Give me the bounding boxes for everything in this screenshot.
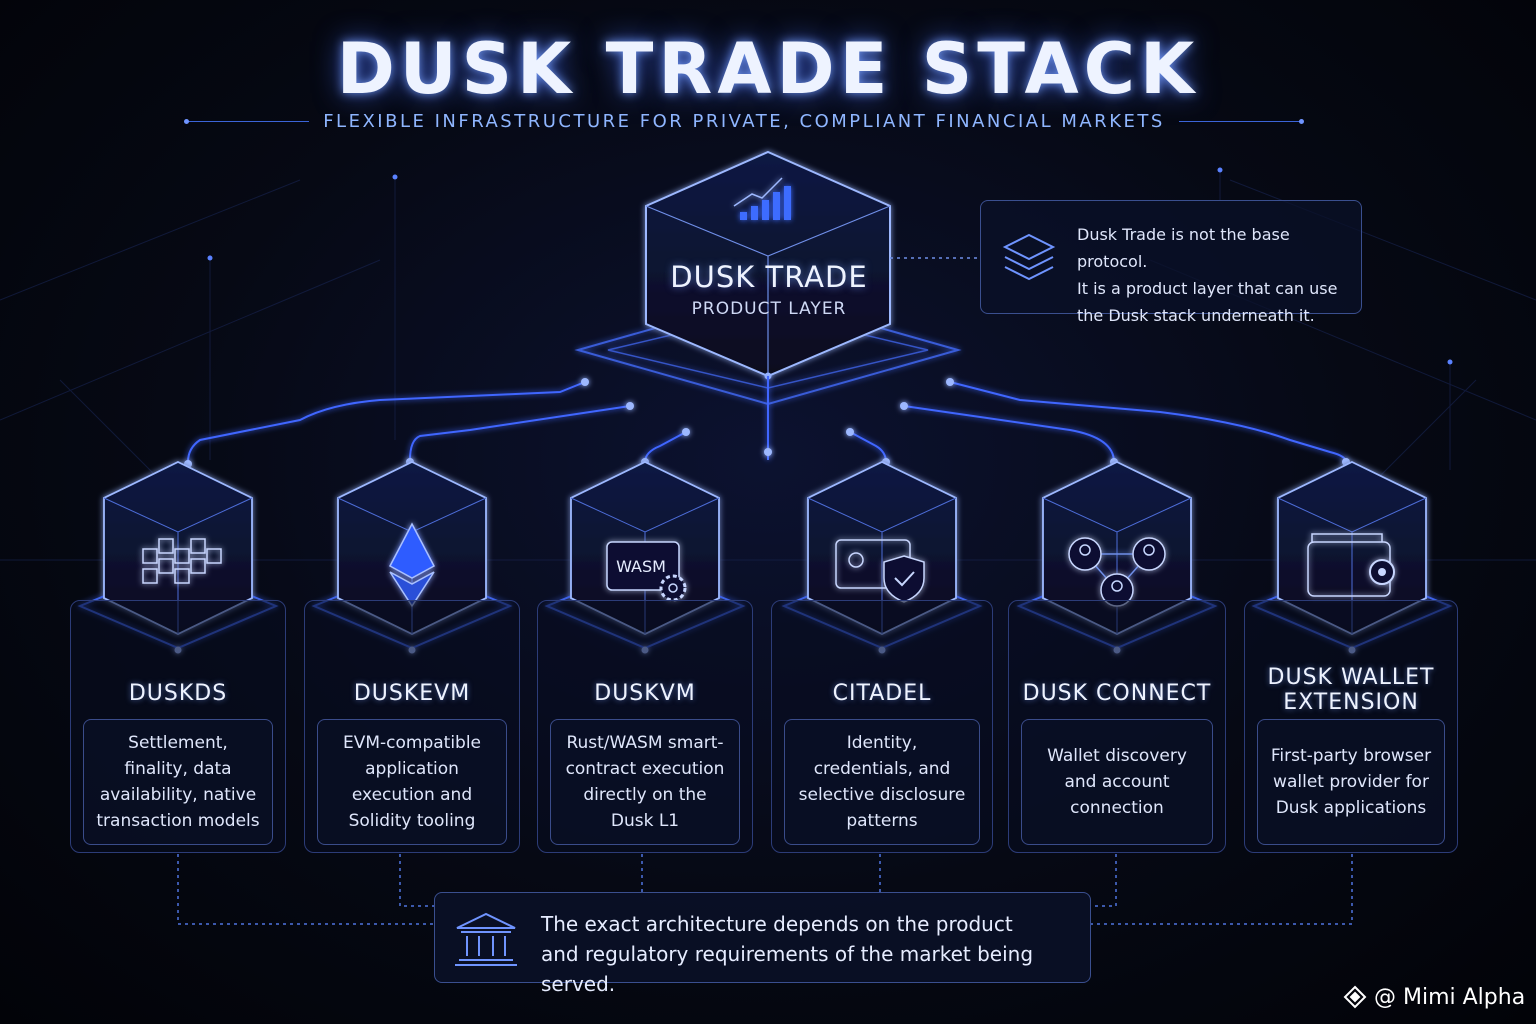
footer-note-text: The exact architecture depends on the pr… [541,909,1081,999]
note-line: Dusk Trade is not the base protocol. [1077,225,1290,271]
network-cube [190,538,206,554]
card-description: First-party browser wallet provider for … [1257,719,1445,845]
subtitle-rule-left [183,118,310,124]
card-title: DUSK CONNECT [1022,681,1212,706]
card-description: Settlement, finality, data availability,… [83,719,273,845]
note-line: It is a product layer that can use [1077,279,1338,298]
footer-note-line: The exact architecture depends on the pr… [541,912,1013,936]
binance-diamond-icon [1343,985,1367,1009]
layers-icon [1002,233,1056,281]
network-cube [158,558,174,574]
watermark-text: @ Mimi Alpha [1374,984,1526,1010]
page-subtitle: FLEXIBLE INFRASTRUCTURE FOR PRIVATE, COM… [323,110,1165,132]
user-icon [1068,537,1102,571]
card-citadel: CITADEL Identity, credentials, and selec… [771,600,993,853]
wasm-label: WASM [616,557,666,576]
card-duskvm: DUSKVM Rust/WASM smart-contract executio… [537,600,753,853]
network-cube [206,548,222,564]
subtitle-row: FLEXIBLE INFRASTRUCTURE FOR PRIVATE, COM… [183,110,1305,132]
card-title: DUSK WALLET EXTENSION [1267,665,1435,715]
ethereum-upper [388,522,436,579]
card-title: DUSKVM [594,681,696,706]
page-title: DUSK TRADE STACK [336,28,1200,110]
background-dots [207,167,1453,365]
watermark: @ Mimi Alpha [1342,984,1525,1010]
network-cube [174,548,190,564]
id-avatar [848,552,864,568]
user-head [1079,544,1091,556]
ethereum-lower [389,571,435,608]
gear-hub [668,583,678,593]
wallet-icon [1307,533,1395,597]
card-description: Wallet discovery and account connection [1021,719,1213,845]
card-duskds: DUSKDS Settlement, finality, data availa… [70,600,286,853]
bar-chart-icon [733,177,791,220]
wasm-frame [606,541,680,591]
component-cubes: WASM [77,460,1453,654]
ethereum-icon [388,522,436,608]
user-head [1143,544,1155,556]
bank-icon [455,912,517,966]
card-description: Rust/WASM smart-contract execution direc… [550,719,740,845]
card-dusk-connect: DUSK CONNECT Wallet discovery and accoun… [1008,600,1226,853]
footer-connectors [177,854,1353,925]
top-node-name: DUSK TRADE [670,260,868,294]
card-description: EVM-compatible application execution and… [317,719,507,845]
subtitle-rule-right [1178,118,1305,124]
card-title: CITADEL [832,681,932,706]
card-title: DUSKDS [128,681,228,706]
gear-icon [659,574,687,602]
user-head [1111,580,1123,592]
card-dusk-wallet-extension: DUSK WALLET EXTENSION First-party browse… [1244,600,1458,853]
card-duskevm: DUSKEVM EVM-compatible application execu… [304,600,520,853]
note-line: the Dusk stack underneath it. [1077,306,1315,325]
top-node-sublabel: PRODUCT LAYER [691,299,847,319]
card-description: Identity, credentials, and selective dis… [784,719,980,845]
card-title: DUSKEVM [353,681,471,706]
network-cube [142,548,158,564]
network-cube [190,558,206,574]
wallet-clasp-dot [1378,568,1386,576]
id-shield-icon [835,539,925,603]
footer-note-line: and regulatory requirements of the marke… [541,942,1034,996]
wallet-flap [1311,533,1383,542]
wasm-gear-icon: WASM [606,541,687,602]
user-icon [1132,537,1166,571]
network-cube [158,538,174,554]
footer-note-box: The exact architecture depends on the pr… [434,892,1091,996]
network-cube [142,568,158,584]
network-cube [174,568,190,584]
network-cubes-icon [142,538,222,584]
note-text: Dusk Trade is not the base protocol. It … [1077,221,1357,329]
note-box: Dusk Trade is not the base protocol. It … [980,200,1362,325]
check-icon [894,571,915,587]
connected-users-icon [1068,537,1166,607]
